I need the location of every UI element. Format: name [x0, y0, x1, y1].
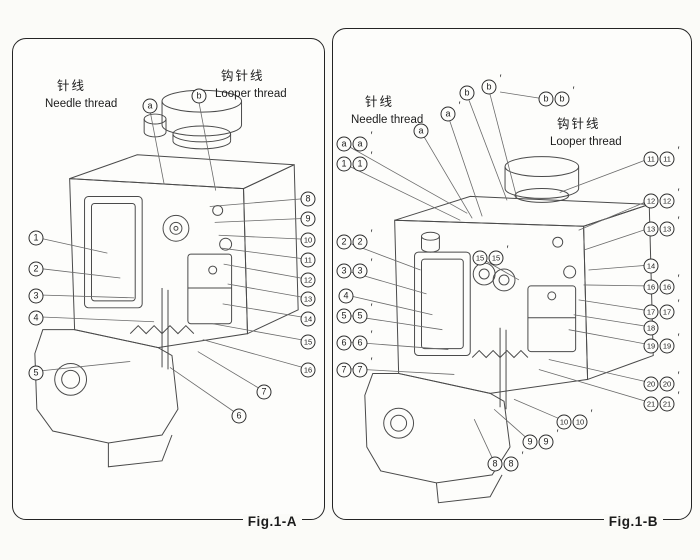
part-callout: 17 — [643, 304, 659, 320]
part-callout: 20′ — [659, 371, 680, 392]
part-callout: 10′ — [572, 409, 593, 430]
part-callout: 10 — [300, 232, 316, 248]
thread-badge: a′ — [440, 101, 461, 122]
part-callout: 8 — [487, 456, 503, 472]
thread-badge: a — [336, 136, 352, 152]
thread-badge: b′ — [554, 86, 575, 107]
needle-thread-label-en: Needle thread — [45, 98, 118, 110]
part-callout: 7′ — [352, 357, 373, 378]
part-callout: 1′ — [352, 151, 373, 172]
part-callout: 3 — [336, 263, 352, 279]
part-callout: 20 — [643, 376, 659, 392]
looper-thread-label-en: Looper thread — [550, 136, 622, 148]
part-callout: 7 — [336, 362, 352, 378]
part-callout: 12′ — [659, 188, 680, 209]
part-callout: 15 — [472, 250, 488, 266]
part-callout: 3′ — [352, 258, 373, 279]
needle-thread-label-en: Needle thread — [351, 114, 424, 126]
part-callout: 16′ — [659, 274, 680, 295]
part-callout: 8 — [300, 191, 316, 207]
machine-illustration-b — [343, 86, 654, 504]
part-callout: 11 — [643, 151, 659, 167]
part-callout: 21 — [643, 396, 659, 412]
part-callout: 11 — [300, 252, 316, 268]
part-callout: 9 — [300, 211, 316, 227]
part-callout: 11′ — [659, 146, 680, 167]
part-callout: 14 — [643, 258, 659, 274]
part-callout: 2 — [336, 234, 352, 250]
part-callout: 15 — [300, 334, 316, 350]
part-callout: 16 — [300, 362, 316, 378]
part-callout: 9′ — [538, 429, 559, 450]
part-callout: 5 — [28, 365, 44, 381]
figure-caption-a: Fig.1-A — [242, 514, 302, 529]
thread-badge: a — [413, 123, 429, 139]
part-callout: 6′ — [352, 330, 373, 351]
thread-badge: b — [538, 91, 554, 107]
part-callout: 19 — [643, 338, 659, 354]
part-callout: 6 — [231, 408, 247, 424]
part-callout: 6 — [336, 335, 352, 351]
looper-thread-label: 钩针线 Looper thread — [197, 65, 287, 100]
part-callout: 1 — [28, 230, 44, 246]
part-callout: 2′ — [352, 229, 373, 250]
needle-thread-label: 针线 Needle thread — [351, 91, 423, 126]
part-callout: 7 — [256, 384, 272, 400]
part-callout: 13 — [643, 221, 659, 237]
part-callout: 21′ — [659, 391, 680, 412]
part-callout: 17′ — [659, 299, 680, 320]
thread-badge: a′ — [352, 131, 373, 152]
part-callout: 2 — [28, 261, 44, 277]
looper-thread-label: 钩针线 Looper thread — [543, 113, 622, 148]
part-callout: 19′ — [659, 333, 680, 354]
machine-illustration-a — [34, 89, 307, 468]
looper-thread-label-cn: 钩针线 — [557, 117, 601, 131]
part-callout: 5 — [336, 308, 352, 324]
thread-badge: b — [459, 85, 475, 101]
needle-thread-label-cn: 针线 — [57, 79, 87, 93]
part-callout: 15′ — [488, 245, 509, 266]
looper-thread-label-cn: 钩针线 — [221, 69, 265, 83]
thread-badge: b′ — [481, 74, 502, 95]
part-callout: 4 — [338, 288, 354, 304]
part-callout: 4 — [28, 310, 44, 326]
part-callout: 5′ — [352, 303, 373, 324]
part-callout: 3 — [28, 288, 44, 304]
part-callout: 13′ — [659, 216, 680, 237]
part-callout: 1 — [336, 156, 352, 172]
figure-caption-b: Fig.1-B — [603, 514, 663, 529]
part-callout: 16 — [643, 279, 659, 295]
part-callout: 14 — [300, 311, 316, 327]
part-callout: 12 — [300, 272, 316, 288]
part-callout: 8′ — [503, 451, 524, 472]
part-callout: 12 — [643, 193, 659, 209]
part-callout: 9 — [522, 434, 538, 450]
part-callout: 13 — [300, 291, 316, 307]
part-callout: 18 — [643, 320, 659, 336]
part-callout: 10 — [556, 414, 572, 430]
thread-badge: a — [142, 98, 158, 114]
thread-badge: b — [191, 88, 207, 104]
needle-thread-label: 针线 Needle thread — [45, 75, 117, 110]
looper-thread-label-en: Looper thread — [215, 88, 287, 100]
needle-thread-label-cn: 针线 — [365, 95, 395, 109]
